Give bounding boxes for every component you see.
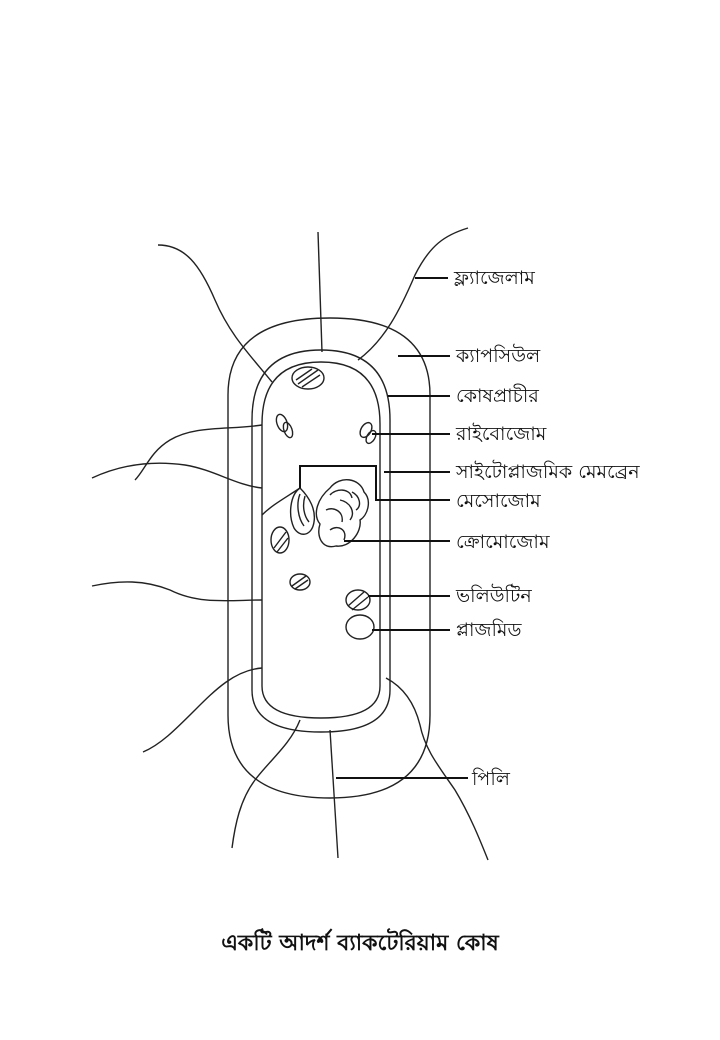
inclusion-top	[291, 366, 325, 390]
flagellum-left-4	[142, 667, 263, 753]
flagellum-top-right	[357, 227, 469, 361]
mesosome	[289, 487, 316, 535]
ribosome-1	[275, 413, 289, 433]
inclusion-mid-hatch	[291, 575, 309, 590]
mesosome-folds	[261, 487, 310, 527]
inclusion-left-hatch	[273, 531, 289, 553]
diagram-caption: একটি আদর্শ ব্যাকটেরিয়াম কোষ	[221, 931, 499, 956]
label-capsule: ক্যাপসিউল	[455, 344, 541, 367]
cell-wall-outline	[251, 349, 391, 733]
flagellum-bottom-left	[231, 719, 301, 849]
volutin-granule	[345, 589, 371, 611]
label-pili: পিলি	[471, 768, 511, 790]
pilus-top	[317, 231, 323, 353]
label-plasmid: প্লাজমিড	[456, 619, 522, 641]
flagellum-top-left	[157, 244, 273, 383]
ribosome-4	[365, 429, 377, 445]
pilus-bottom	[329, 729, 339, 859]
leader-mesosome	[299, 465, 450, 501]
volutin-hatch	[347, 591, 369, 611]
flagellum-right-bottom	[385, 677, 489, 861]
flagellum-left-3	[91, 581, 263, 602]
inclusion-top-hatch	[295, 368, 321, 388]
chromosome-coils	[325, 489, 361, 541]
label-chromosome: ক্রোমোজোম	[456, 531, 550, 553]
plasmid	[345, 614, 375, 640]
chromosome	[315, 479, 370, 548]
flagellum-left-2	[91, 462, 263, 489]
label-mesosome: মেসোজোম	[456, 490, 541, 512]
ribosome-3	[359, 421, 373, 439]
label-flagellum: ফ্ল্যাজেলাম	[453, 267, 535, 289]
label-cytoplasmic-membrane: সাইটোপ্লাজমিক মেমব্রেন	[455, 460, 640, 483]
ribosome-2	[282, 421, 294, 439]
cytoplasmic-membrane-outline	[261, 361, 381, 719]
label-ribosome: রাইবোজোম	[455, 423, 547, 445]
inclusion-left	[270, 526, 290, 554]
capsule-outline	[227, 317, 431, 799]
flagellum-left-1	[134, 424, 263, 481]
label-volutin: ভলিউটিন	[455, 584, 532, 607]
label-cell-wall: কোষপ্রাচীর	[456, 384, 539, 407]
inclusion-mid	[289, 573, 311, 591]
